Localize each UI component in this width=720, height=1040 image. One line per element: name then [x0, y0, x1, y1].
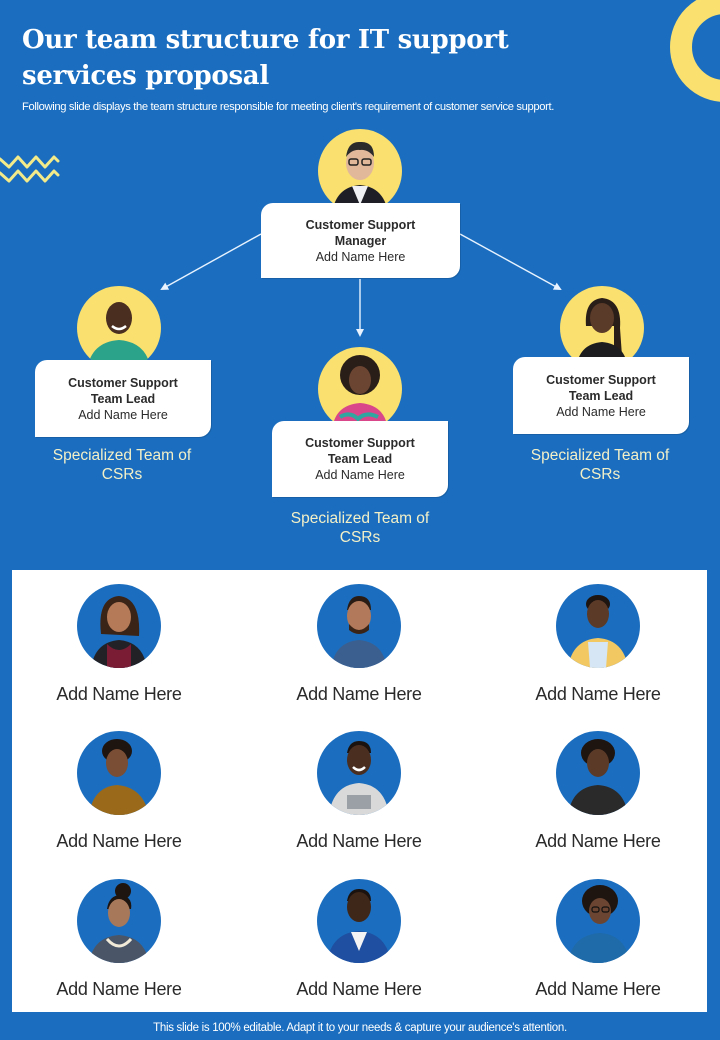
team-members-panel: Add Name Here Add Name Here Add Name Her…	[12, 570, 707, 1012]
member-card: Add Name Here	[249, 584, 469, 705]
member-avatar	[556, 731, 640, 815]
member-card: Add Name Here	[249, 879, 469, 1000]
ring-decoration-icon	[670, 0, 720, 102]
team-lead-photo	[560, 286, 644, 370]
member-name[interactable]: Add Name Here	[535, 684, 661, 704]
member-avatar	[77, 879, 161, 963]
member-card: Add Name Here	[9, 731, 229, 852]
team-caption: Specialized Team of CSRs	[530, 447, 670, 483]
member-name[interactable]: Add Name Here	[296, 684, 422, 704]
person-avatar-icon	[331, 596, 387, 668]
person-avatar-icon	[89, 883, 149, 963]
team-caption: Specialized Team of CSRs	[290, 510, 430, 546]
person-avatar-icon	[329, 741, 389, 815]
member-name[interactable]: Add Name Here	[56, 979, 182, 999]
member-card: Add Name Here	[488, 731, 708, 852]
zigzag-decoration-icon	[0, 155, 60, 183]
team-lead-role: Customer Support Team Lead	[68, 375, 178, 406]
team-lead-name[interactable]: Add Name Here	[556, 404, 646, 419]
team-lead-card: Customer Support Team Lead Add Name Here	[35, 360, 211, 437]
manager-role: Customer Support Manager	[305, 217, 416, 248]
person-avatar-icon	[576, 298, 628, 370]
member-name[interactable]: Add Name Here	[535, 831, 661, 851]
manager-card: Customer Support Manager Add Name Here	[261, 203, 460, 278]
member-card: Add Name Here	[9, 584, 229, 705]
person-avatar-icon	[332, 355, 388, 431]
team-lead-name[interactable]: Add Name Here	[78, 407, 168, 422]
person-avatar-icon	[568, 739, 628, 815]
person-avatar-icon	[89, 739, 149, 815]
person-avatar-icon	[568, 595, 628, 668]
member-name[interactable]: Add Name Here	[56, 684, 182, 704]
member-name[interactable]: Add Name Here	[296, 979, 422, 999]
footer-note: This slide is 100% editable. Adapt it to…	[153, 1022, 567, 1034]
person-avatar-icon	[332, 141, 388, 213]
team-lead-role: Customer Support Team Lead	[305, 436, 415, 466]
member-card: Add Name Here	[488, 879, 708, 1000]
member-avatar	[317, 584, 401, 668]
member-name[interactable]: Add Name Here	[535, 979, 661, 999]
page-title: Our team structure for IT support servic…	[22, 25, 509, 91]
team-lead-photo	[77, 286, 161, 370]
page-subtitle: Following slide displays the team struct…	[22, 101, 555, 113]
member-card: Add Name Here	[249, 731, 469, 852]
member-avatar	[77, 584, 161, 668]
member-avatar	[77, 731, 161, 815]
team-lead-card: Customer Support Team Lead Add Name Here	[272, 421, 448, 497]
team-lead-role: Customer Support Team Lead	[546, 372, 656, 403]
team-lead-photo	[318, 347, 402, 431]
member-name[interactable]: Add Name Here	[296, 831, 422, 851]
team-caption: Specialized Team of CSRs	[52, 447, 192, 483]
person-avatar-icon	[91, 596, 147, 668]
member-avatar	[317, 731, 401, 815]
person-avatar-icon	[327, 889, 391, 963]
member-card: Add Name Here	[9, 879, 229, 1000]
member-name[interactable]: Add Name Here	[56, 831, 182, 851]
team-lead-name[interactable]: Add Name Here	[315, 468, 405, 482]
manager-name[interactable]: Add Name Here	[315, 249, 406, 264]
member-card: Add Name Here	[488, 584, 708, 705]
member-avatar	[317, 879, 401, 963]
member-avatar	[556, 584, 640, 668]
person-avatar-icon	[568, 885, 630, 963]
team-lead-card: Customer Support Team Lead Add Name Here	[513, 357, 689, 434]
person-avatar-icon	[87, 302, 151, 370]
manager-photo	[318, 129, 402, 213]
member-avatar	[556, 879, 640, 963]
